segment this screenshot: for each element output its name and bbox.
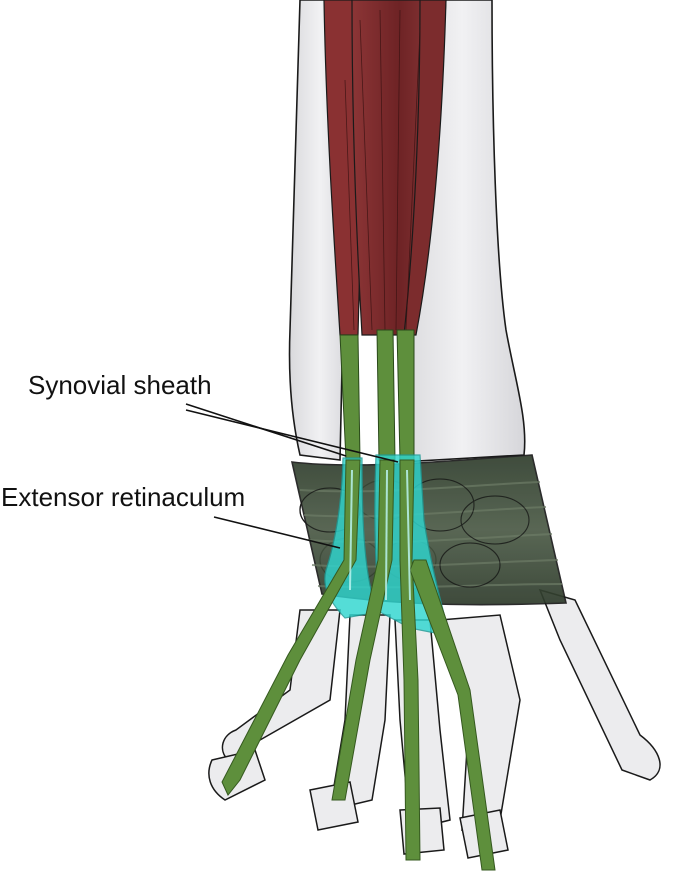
extensor-leader [213, 516, 341, 549]
forearm-tendons [339, 329, 415, 461]
leader-lines [185, 403, 399, 549]
label-synovial-sheath: Synovial sheath [28, 370, 212, 400]
sheath-highlights [349, 469, 411, 601]
muscle-belly-right [403, 0, 447, 336]
metacarpal-1 [221, 609, 341, 761]
thumb-metacarpal [538, 588, 661, 781]
hand-tendons [221, 459, 496, 871]
label-extensor-retinaculum: Extensor retinaculum [1, 482, 246, 512]
synovial-leader-2 [185, 409, 399, 463]
extensor-muscles [323, 0, 447, 336]
